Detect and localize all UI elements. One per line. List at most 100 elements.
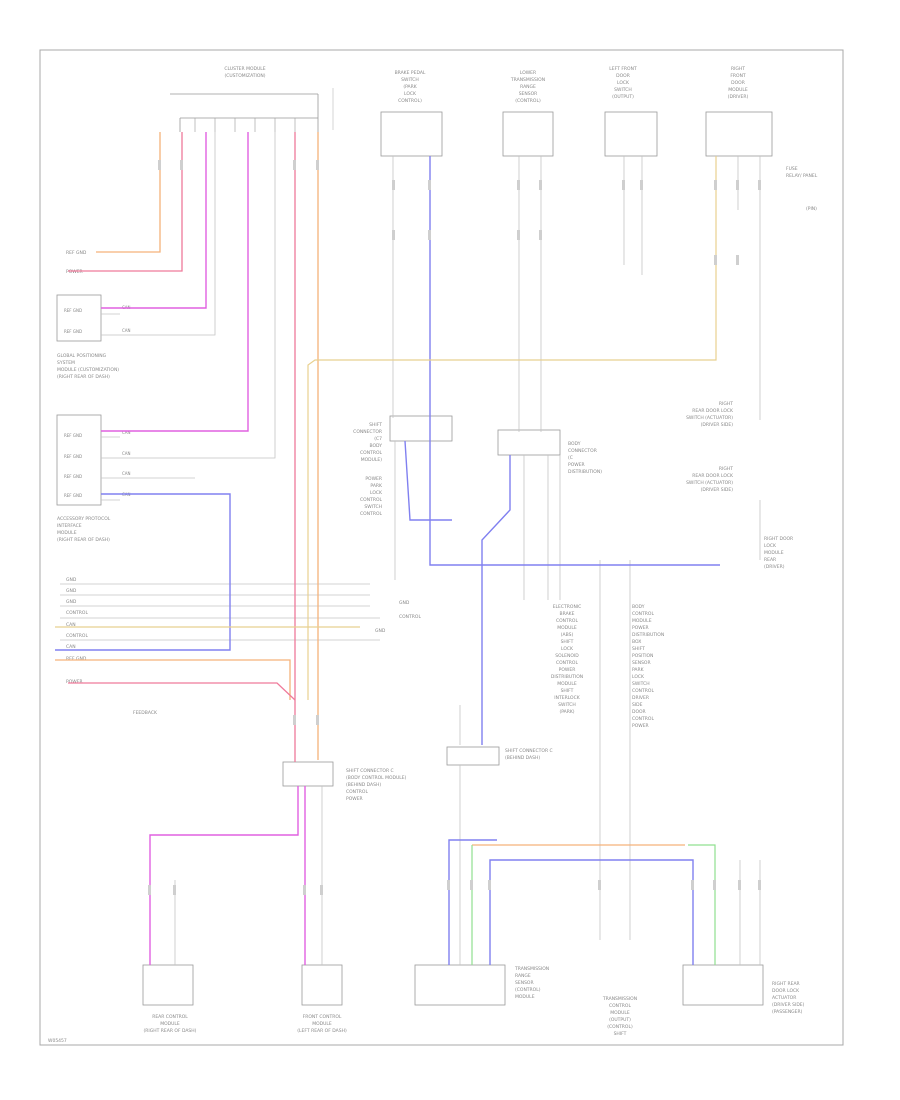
wire-green-group [471,844,716,965]
bottom-right-module-label: RIGHT REAR DOOR LOCK ACTUATOR (DRIVER SI… [772,981,805,1015]
wire-tan-group [55,156,717,700]
svg-text:RANGE: RANGE [520,84,536,90]
svg-text:POWER: POWER [632,625,649,631]
svg-text:FRONT CONTROL: FRONT CONTROL [303,1014,342,1020]
svg-text:CONTROL: CONTROL [399,614,421,620]
svg-text:CONTROL: CONTROL [360,450,382,456]
svg-text:RANGE: RANGE [515,973,531,979]
svg-text:CONTROL: CONTROL [632,688,654,694]
bottom-center-module-label: TRANSMISSION RANGE SENSOR (CONTROL) MODU… [514,966,549,1000]
svg-text:CONTROL: CONTROL [66,610,88,616]
svg-text:LOCK: LOCK [764,543,777,549]
svg-text:CONTROL: CONTROL [360,497,382,503]
svg-text:RIGHT REAR: RIGHT REAR [772,981,800,987]
bottom-mid-module-label: FRONT CONTROL MODULE (LEFT REAR OF DASH) [297,1014,347,1034]
center-left-connector-label: SHIFT CONNECTOR (C7 BODY CONTROL MODULE)… [353,422,383,517]
svg-text:POWER: POWER [365,476,382,482]
svg-text:SWITCH: SWITCH [401,77,419,83]
svg-text:SHIFT: SHIFT [369,422,382,428]
svg-text:SWITCH: SWITCH [614,87,632,93]
svg-text:PARK: PARK [632,667,645,673]
top-right-note: FUSE RELAY/ PANEL (PIN) [786,166,818,212]
svg-text:REF GND: REF GND [64,433,82,438]
left-bus-labels: GND GND GND CONTROL CAN CONTROL CAN REF … [66,577,158,716]
svg-text:SENSOR: SENSOR [519,91,538,97]
svg-text:(OUTPUT): (OUTPUT) [609,1017,631,1023]
svg-text:FUSE: FUSE [786,166,798,172]
svg-text:GND: GND [66,588,77,594]
svg-text:(CONTROL): (CONTROL) [607,1024,633,1030]
svg-text:POWER: POWER [66,679,83,685]
svg-text:LOCK: LOCK [632,674,645,680]
svg-text:CONTROL: CONTROL [632,611,654,617]
svg-text:SHIFT: SHIFT [632,646,645,652]
bottom-mid-module [301,964,343,1006]
svg-text:(C7: (C7 [374,436,382,442]
module-lower-transmission: LOWER TRANSMISSION RANGE SENSOR (CONTROL… [510,70,545,104]
svg-text:(PARK: (PARK [403,84,417,90]
svg-text:SENSOR: SENSOR [515,980,534,986]
svg-text:DISTRIBUTION: DISTRIBUTION [551,674,583,680]
svg-text:SWITCH: SWITCH [632,681,650,687]
svg-text:(DRIVER SIDE): (DRIVER SIDE) [701,487,734,493]
svg-text:BODY: BODY [632,604,645,610]
svg-text:SHIFT: SHIFT [561,688,574,694]
svg-text:(CONTROL): (CONTROL) [515,98,541,104]
bottom-center-2-label: TRANSMISSION CONTROL MODULE (OUTPUT) (CO… [602,996,637,1037]
svg-text:POSITION: POSITION [632,653,653,659]
svg-text:DISTRIBUTION): DISTRIBUTION) [568,469,602,475]
svg-text:(OUTPUT): (OUTPUT) [612,94,634,100]
svg-text:(DRIVER SIDE): (DRIVER SIDE) [701,422,734,428]
module-left-switch-box [604,111,658,157]
mid-small-labels: GND CONTROL GND [375,600,421,634]
left-top-lines: REF GND POWER [66,250,87,275]
lower-right-connector [446,746,500,766]
svg-text:TRANSMISSION: TRANSMISSION [602,996,637,1002]
svg-text:LEFT FRONT: LEFT FRONT [609,66,637,72]
svg-text:CAN: CAN [122,451,131,456]
svg-text:BOX: BOX [632,639,641,645]
svg-text:DISTRIBUTION: DISTRIBUTION [632,632,664,638]
svg-text:TRANSMISSION: TRANSMISSION [514,966,549,972]
wire-orange-group [55,132,685,846]
center-right-connector [497,429,561,456]
wire-connector-ticks [148,160,761,895]
bottom-left-module-label: REAR CONTROL MODULE (RIGHT REAR OF DASH) [144,1014,197,1034]
svg-text:REAR CONTROL: REAR CONTROL [152,1014,188,1020]
wire-pink-group [68,132,296,762]
svg-text:FEEDBACK: FEEDBACK [133,710,158,716]
svg-text:BODY: BODY [369,443,382,449]
svg-text:ACCESSORY PROTOCOL: ACCESSORY PROTOCOL [57,516,111,522]
module-lower-transmission-box [502,111,554,157]
lower-left-connector [282,761,334,787]
svg-text:POWER: POWER [559,667,576,673]
svg-text:CONTROL): CONTROL) [398,98,422,104]
svg-text:MODULE: MODULE [57,530,77,536]
svg-text:(DRIVER SIDE): (DRIVER SIDE) [772,1002,805,1008]
svg-text:DOOR: DOOR [632,709,646,715]
svg-text:REF GND: REF GND [66,656,87,662]
svg-text:CAN: CAN [122,471,131,476]
corner-code: W05457 [48,1038,67,1044]
svg-text:(DRIVER): (DRIVER) [728,94,749,100]
svg-text:CONNECTOR: CONNECTOR [353,429,382,435]
svg-text:REF GND: REF GND [66,250,87,256]
svg-text:REAR: REAR [764,557,776,563]
svg-text:MODULE: MODULE [515,994,535,1000]
connector-panel-1-pins: REF GND REF GND [64,308,82,334]
svg-text:POWER: POWER [346,796,363,802]
svg-text:RELAY/ PANEL: RELAY/ PANEL [786,173,818,179]
center-right-connector-label: BODY CONNECTOR (C POWER DISTRIBUTION) [568,441,602,475]
svg-text:MODULE: MODULE [764,550,784,556]
svg-text:LOCK: LOCK [404,91,417,97]
svg-text:(PARK): (PARK) [559,709,574,715]
svg-text:BODY: BODY [568,441,581,447]
wire-magenta-group [101,132,306,965]
svg-text:GND: GND [66,599,77,605]
svg-text:REF GND: REF GND [64,454,82,459]
svg-text:POWER: POWER [568,462,585,468]
right-side-module-label: RIGHT DOOR LOCK MODULE REAR (DRIVER) [764,536,793,570]
svg-text:CONTROL: CONTROL [556,618,578,624]
svg-text:CONTROL: CONTROL [556,660,578,666]
